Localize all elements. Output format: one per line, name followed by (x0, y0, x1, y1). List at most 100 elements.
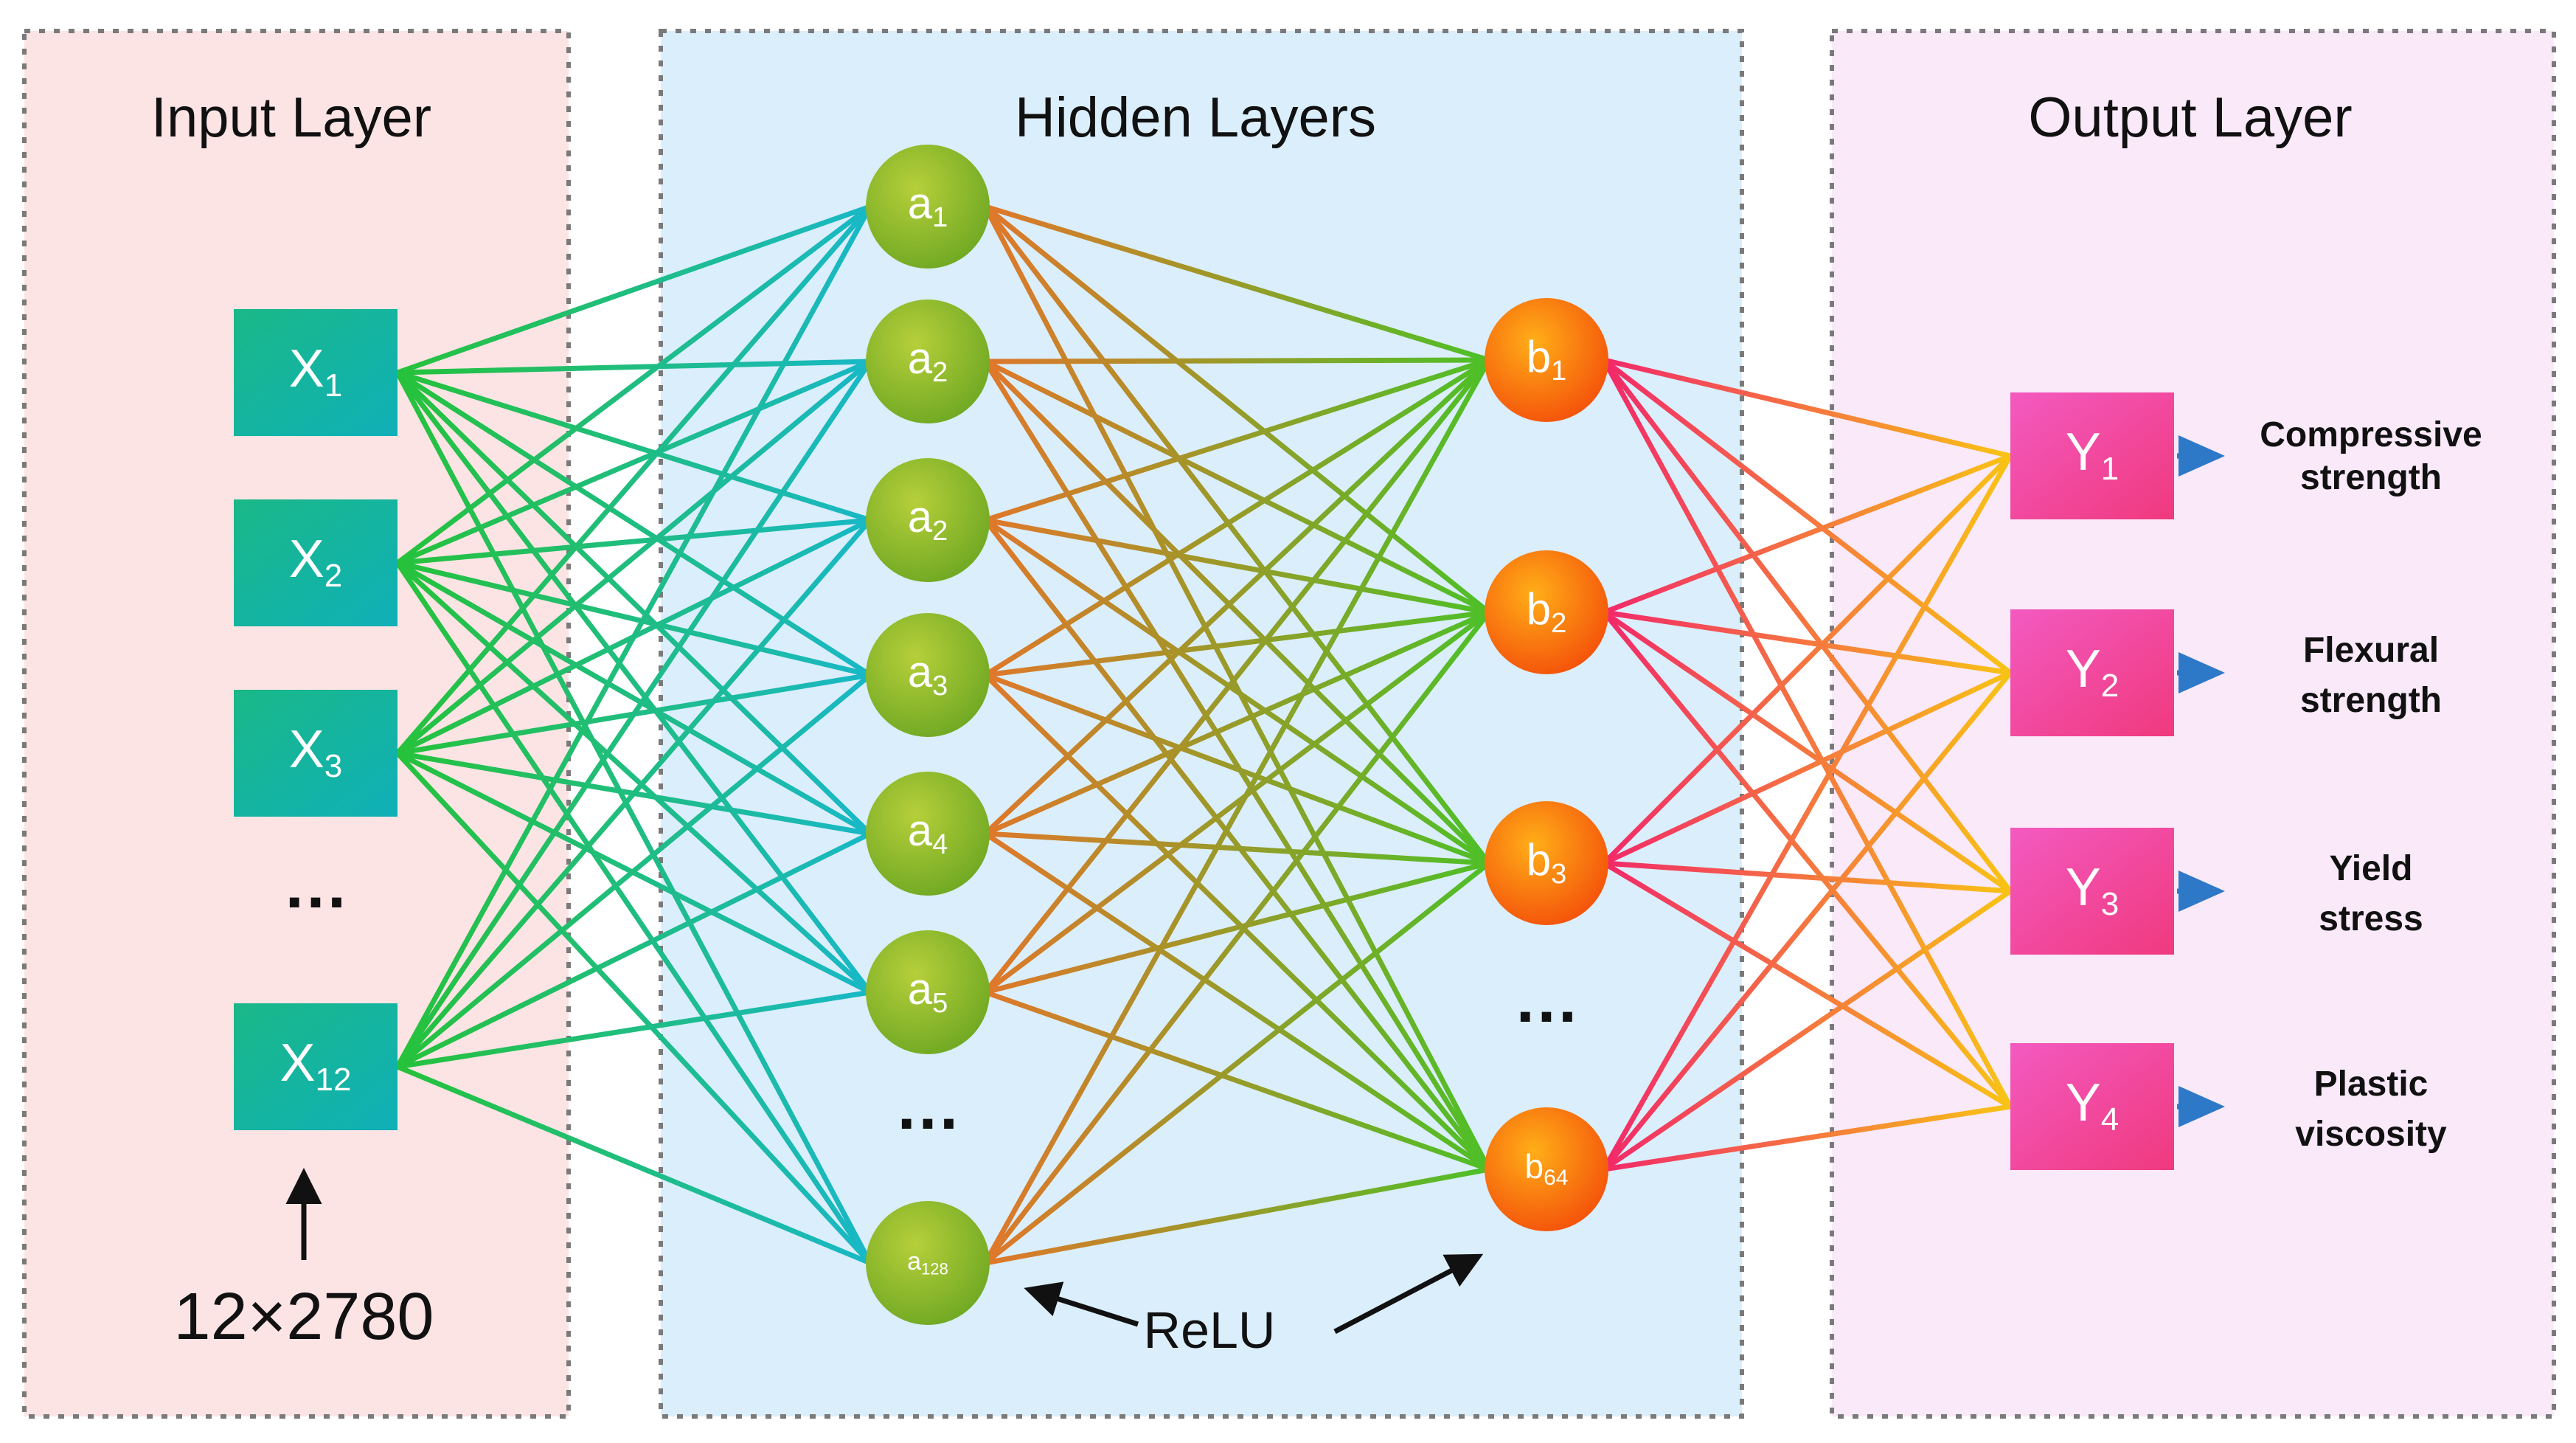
hidden1-node-a5: a5 (866, 930, 990, 1054)
hidden1-node-circle (866, 1201, 990, 1325)
output-label-line: Compressive (2260, 415, 2482, 454)
hidden2-nodes: b1 b2 b3 b64 (1485, 298, 1608, 1231)
connection-b1-y2 (1601, 357, 2013, 676)
hidden2-node-circle (1485, 1107, 1608, 1231)
connection-a7-b1 (982, 357, 1492, 1266)
connection-a4-b3 (982, 672, 1492, 866)
hidden1-node-a3: a3 (866, 613, 990, 737)
output-labels: CompressivestrengthFlexuralstrengthYield… (2177, 415, 2482, 1154)
hidden1-node-a2: a2 (866, 300, 990, 423)
input-node-x3: X3 (234, 690, 397, 817)
connection-x4-a3 (395, 517, 873, 1070)
hidden1-node-a128: a128 (866, 1201, 990, 1325)
input-node-x2: X2 (234, 499, 397, 626)
connection-x1-a5 (395, 370, 873, 837)
connection-a5-b1 (982, 357, 1492, 837)
connection-b1-y3 (1601, 357, 2013, 894)
connection-b4-y4 (1601, 1104, 2013, 1172)
connection-a5-b2 (982, 609, 1492, 837)
connection-a6-b1 (982, 357, 1492, 995)
input-node-label: X12 (280, 1034, 352, 1098)
input-node-x12: X12 (234, 1003, 397, 1130)
output-node-label: Y1 (2066, 423, 2120, 487)
connection-x4-a6 (395, 989, 873, 1070)
connection-a1-b3 (982, 204, 1492, 866)
connection-x3-a7 (395, 750, 873, 1266)
connection-x2-a6 (395, 560, 873, 995)
connection-x2-a7 (395, 560, 873, 1266)
connection-a6-b2 (982, 609, 1492, 995)
hidden1-node-label: a5 (908, 964, 948, 1019)
hidden1-node-label: a4 (908, 806, 948, 860)
input-node-box (234, 690, 397, 817)
hidden1-node-circle (866, 145, 990, 269)
input-node-label: X2 (289, 530, 343, 594)
connection-x3-a1 (395, 204, 873, 756)
output-node-y1: Y1 (2010, 392, 2174, 519)
output-label-line: strength (2300, 681, 2442, 720)
connection-a2-b1 (982, 357, 1492, 364)
connection-a7-b4 (982, 1166, 1492, 1266)
activation-label: ReLU (1144, 1301, 1276, 1359)
hidden2-node-label: b3 (1527, 835, 1567, 890)
connection-b2-y3 (1601, 609, 2013, 894)
connection-x2-a5 (395, 560, 873, 837)
output-node-label: Y3 (2066, 858, 2120, 922)
input-layer-title: Input Layer (151, 86, 431, 149)
connection-x1-a7 (395, 370, 873, 1266)
connection-a2-b2 (982, 359, 1492, 615)
connection-x3-a2 (395, 359, 873, 756)
output-label-line: Yield (2330, 849, 2413, 888)
connection-b3-y1 (1601, 453, 2013, 866)
input-node-label: X1 (289, 339, 343, 404)
hidden2-node-b2: b2 (1485, 550, 1608, 674)
connection-b1-y1 (1601, 357, 2013, 459)
connection-a3-b2 (982, 517, 1492, 615)
hidden2-node-label: b64 (1525, 1147, 1569, 1190)
input-shape-label: 12×2780 (174, 1280, 434, 1354)
output-node-y3: Y3 (2010, 828, 2174, 955)
output-node-y4: Y4 (2010, 1043, 2174, 1170)
hidden1-node-a4: a4 (866, 772, 990, 896)
hidden2-to-output-connections (1601, 357, 2013, 1172)
connection-a5-b3 (982, 831, 1492, 866)
hidden2-node-label: b2 (1527, 584, 1567, 639)
output-layer-title: Output Layer (2028, 86, 2352, 149)
hidden1-node-label: a128 (907, 1248, 948, 1278)
connection-a4-b1 (982, 357, 1492, 678)
hidden1-node-label: a2 (908, 492, 948, 547)
connection-b3-y3 (1601, 860, 2013, 894)
output-node-box (2010, 609, 2174, 736)
hidden1-node-circle (866, 930, 990, 1054)
hidden1-node-label: a1 (908, 179, 948, 233)
output-label-line: stress (2319, 899, 2423, 938)
output-node-box (2010, 828, 2174, 955)
hidden2-ellipsis: … (1513, 963, 1580, 1037)
connection-x4-a1 (395, 204, 873, 1070)
connection-x1-a2 (395, 359, 873, 376)
hidden1-to-hidden2-connections (982, 204, 1492, 1266)
connection-b3-y4 (1601, 860, 2013, 1110)
connection-b2-y4 (1601, 609, 2013, 1110)
hidden2-node-circle (1485, 801, 1608, 925)
connection-x2-a4 (395, 560, 873, 678)
relu-arrow-to-hidden2 (1333, 1253, 1484, 1335)
relu-arrow-to-hidden1 (1024, 1281, 1139, 1327)
input-node-box (234, 499, 397, 626)
connection-x1-a1 (395, 204, 873, 376)
connection-x1-a6 (395, 370, 873, 995)
output-node-box (2010, 1043, 2174, 1170)
connection-x1-a4 (395, 370, 873, 678)
hidden2-node-b1: b1 (1485, 298, 1608, 422)
connection-x4-a4 (395, 672, 873, 1070)
input-node-label: X3 (289, 720, 343, 784)
connection-b3-y2 (1601, 670, 2013, 866)
hidden1-node-label: a3 (908, 647, 948, 702)
connection-a2-b3 (982, 359, 1492, 866)
hidden-layers-title: Hidden Layers (1015, 86, 1376, 149)
output-node-box (2010, 392, 2174, 519)
connection-a4-b2 (982, 609, 1492, 678)
hidden2-node-label: b1 (1527, 332, 1567, 387)
output-label-line: strength (2300, 458, 2442, 497)
